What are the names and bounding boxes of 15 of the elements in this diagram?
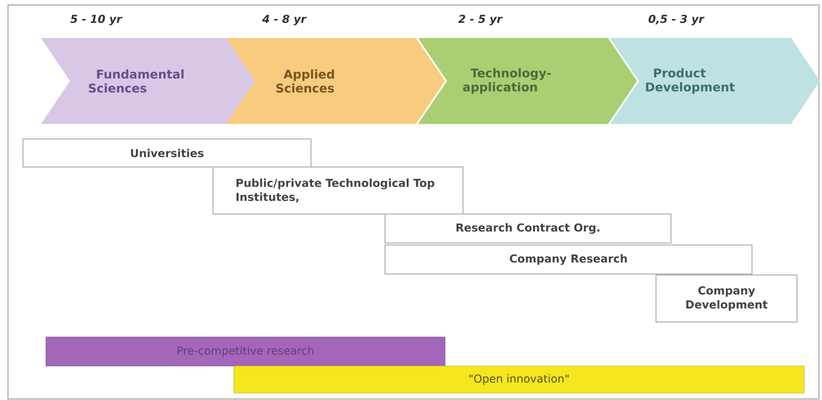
organization-box: Company Development (656, 274, 798, 322)
duration-label: 5 - 10 yr (70, 14, 122, 26)
phase-band: Technology-application (418, 38, 637, 124)
phase-band: Fundamental Sciences (41, 38, 255, 124)
duration-label: 0,5 - 3 yr (648, 14, 705, 26)
duration-label: 2 - 5 yr (458, 14, 503, 26)
organization-box: Company Research (384, 244, 752, 274)
duration-label: 4 - 8 yr (262, 14, 307, 26)
phase-band: Product Development (610, 38, 820, 124)
band-bar: Pre-competitive research (46, 336, 446, 366)
organization-box: Universities (22, 138, 312, 168)
organization-box: Research Contract Org. (384, 214, 672, 244)
band-bar: "Open innovation" (234, 366, 804, 394)
organization-box: Public/private Technological Top Institutes, (212, 166, 464, 214)
phase-band: Applied Sciences (226, 38, 445, 124)
